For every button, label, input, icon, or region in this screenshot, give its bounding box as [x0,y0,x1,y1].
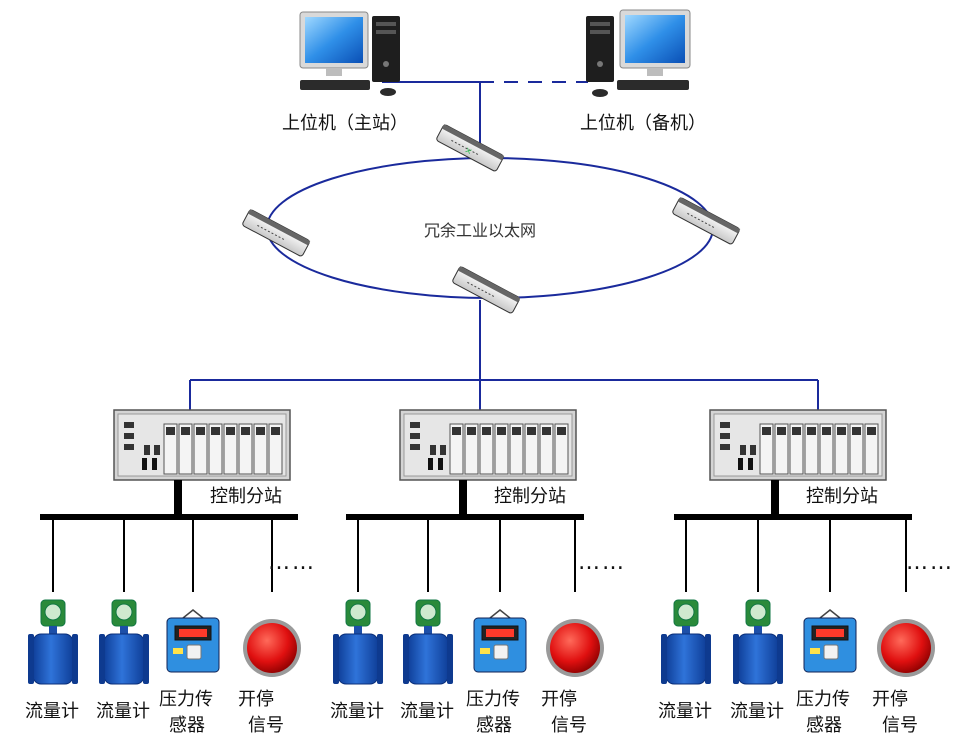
flowmeter-icon [28,599,78,685]
substation-label: 控制分站 [806,486,878,507]
device-label: 流量计 [658,701,712,722]
device-label-line2: 感器 [806,715,842,736]
substation-stem [459,480,467,516]
backup-host-label: 上位机（备机） [580,113,706,134]
switch-top-icon: × [436,124,505,172]
substation-stem [771,480,779,516]
substation-stem [174,480,182,516]
device-label-line1: 压力传 [159,689,213,710]
ring-label: 冗余工业以太网 [424,221,537,240]
device-label-line1: 压力传 [796,689,850,710]
substation-label: 控制分站 [210,486,282,507]
device-label-line2: 感器 [169,715,205,736]
flowmeter-icon [403,599,453,685]
main-host-computer-icon [299,11,400,96]
device-label-line2: 信号 [551,715,587,736]
substation-panel-icon [709,409,887,481]
flowmeter-icon [733,599,783,685]
field-bus [40,514,298,520]
more-devices-ellipsis: …… [578,550,626,575]
device-label: 流量计 [330,701,384,722]
device-label-line1: 开停 [238,689,274,710]
flowmeter-icon [661,599,711,685]
main-host-label: 上位机（主站） [282,113,408,134]
substation-panel-icon [113,409,291,481]
control-substation-2 [333,409,604,685]
device-label-line1: 压力传 [466,689,520,710]
switch-right-icon [672,197,741,245]
device-label-line2: 信号 [248,715,284,736]
more-devices-ellipsis: …… [906,550,954,575]
device-label-line1: 开停 [872,689,908,710]
flowmeter-icon [333,599,383,685]
svg-text:×: × [462,145,473,157]
substation-label: 控制分站 [494,486,566,507]
flowmeter-icon [99,599,149,685]
substation-panel-icon [399,409,577,481]
control-substation-3 [661,409,935,685]
signal-icon [546,619,604,677]
signal-icon [877,619,935,677]
device-label: 流量计 [96,701,150,722]
pressure-icon [803,609,857,673]
pressure-icon [166,609,220,673]
backup-host-computer-icon [586,9,691,97]
field-bus [346,514,584,520]
signal-icon [243,619,301,677]
more-devices-ellipsis: …… [268,550,316,575]
switch-bottom-icon [452,266,521,314]
device-label-line1: 开停 [541,689,577,710]
device-label: 流量计 [25,701,79,722]
control-substation-1 [28,409,301,685]
switch-left-icon [242,209,311,257]
field-bus [674,514,912,520]
device-label: 流量计 [400,701,454,722]
device-label-line2: 信号 [882,715,918,736]
pressure-icon [473,609,527,673]
device-label: 流量计 [730,701,784,722]
device-label-line2: 感器 [476,715,512,736]
